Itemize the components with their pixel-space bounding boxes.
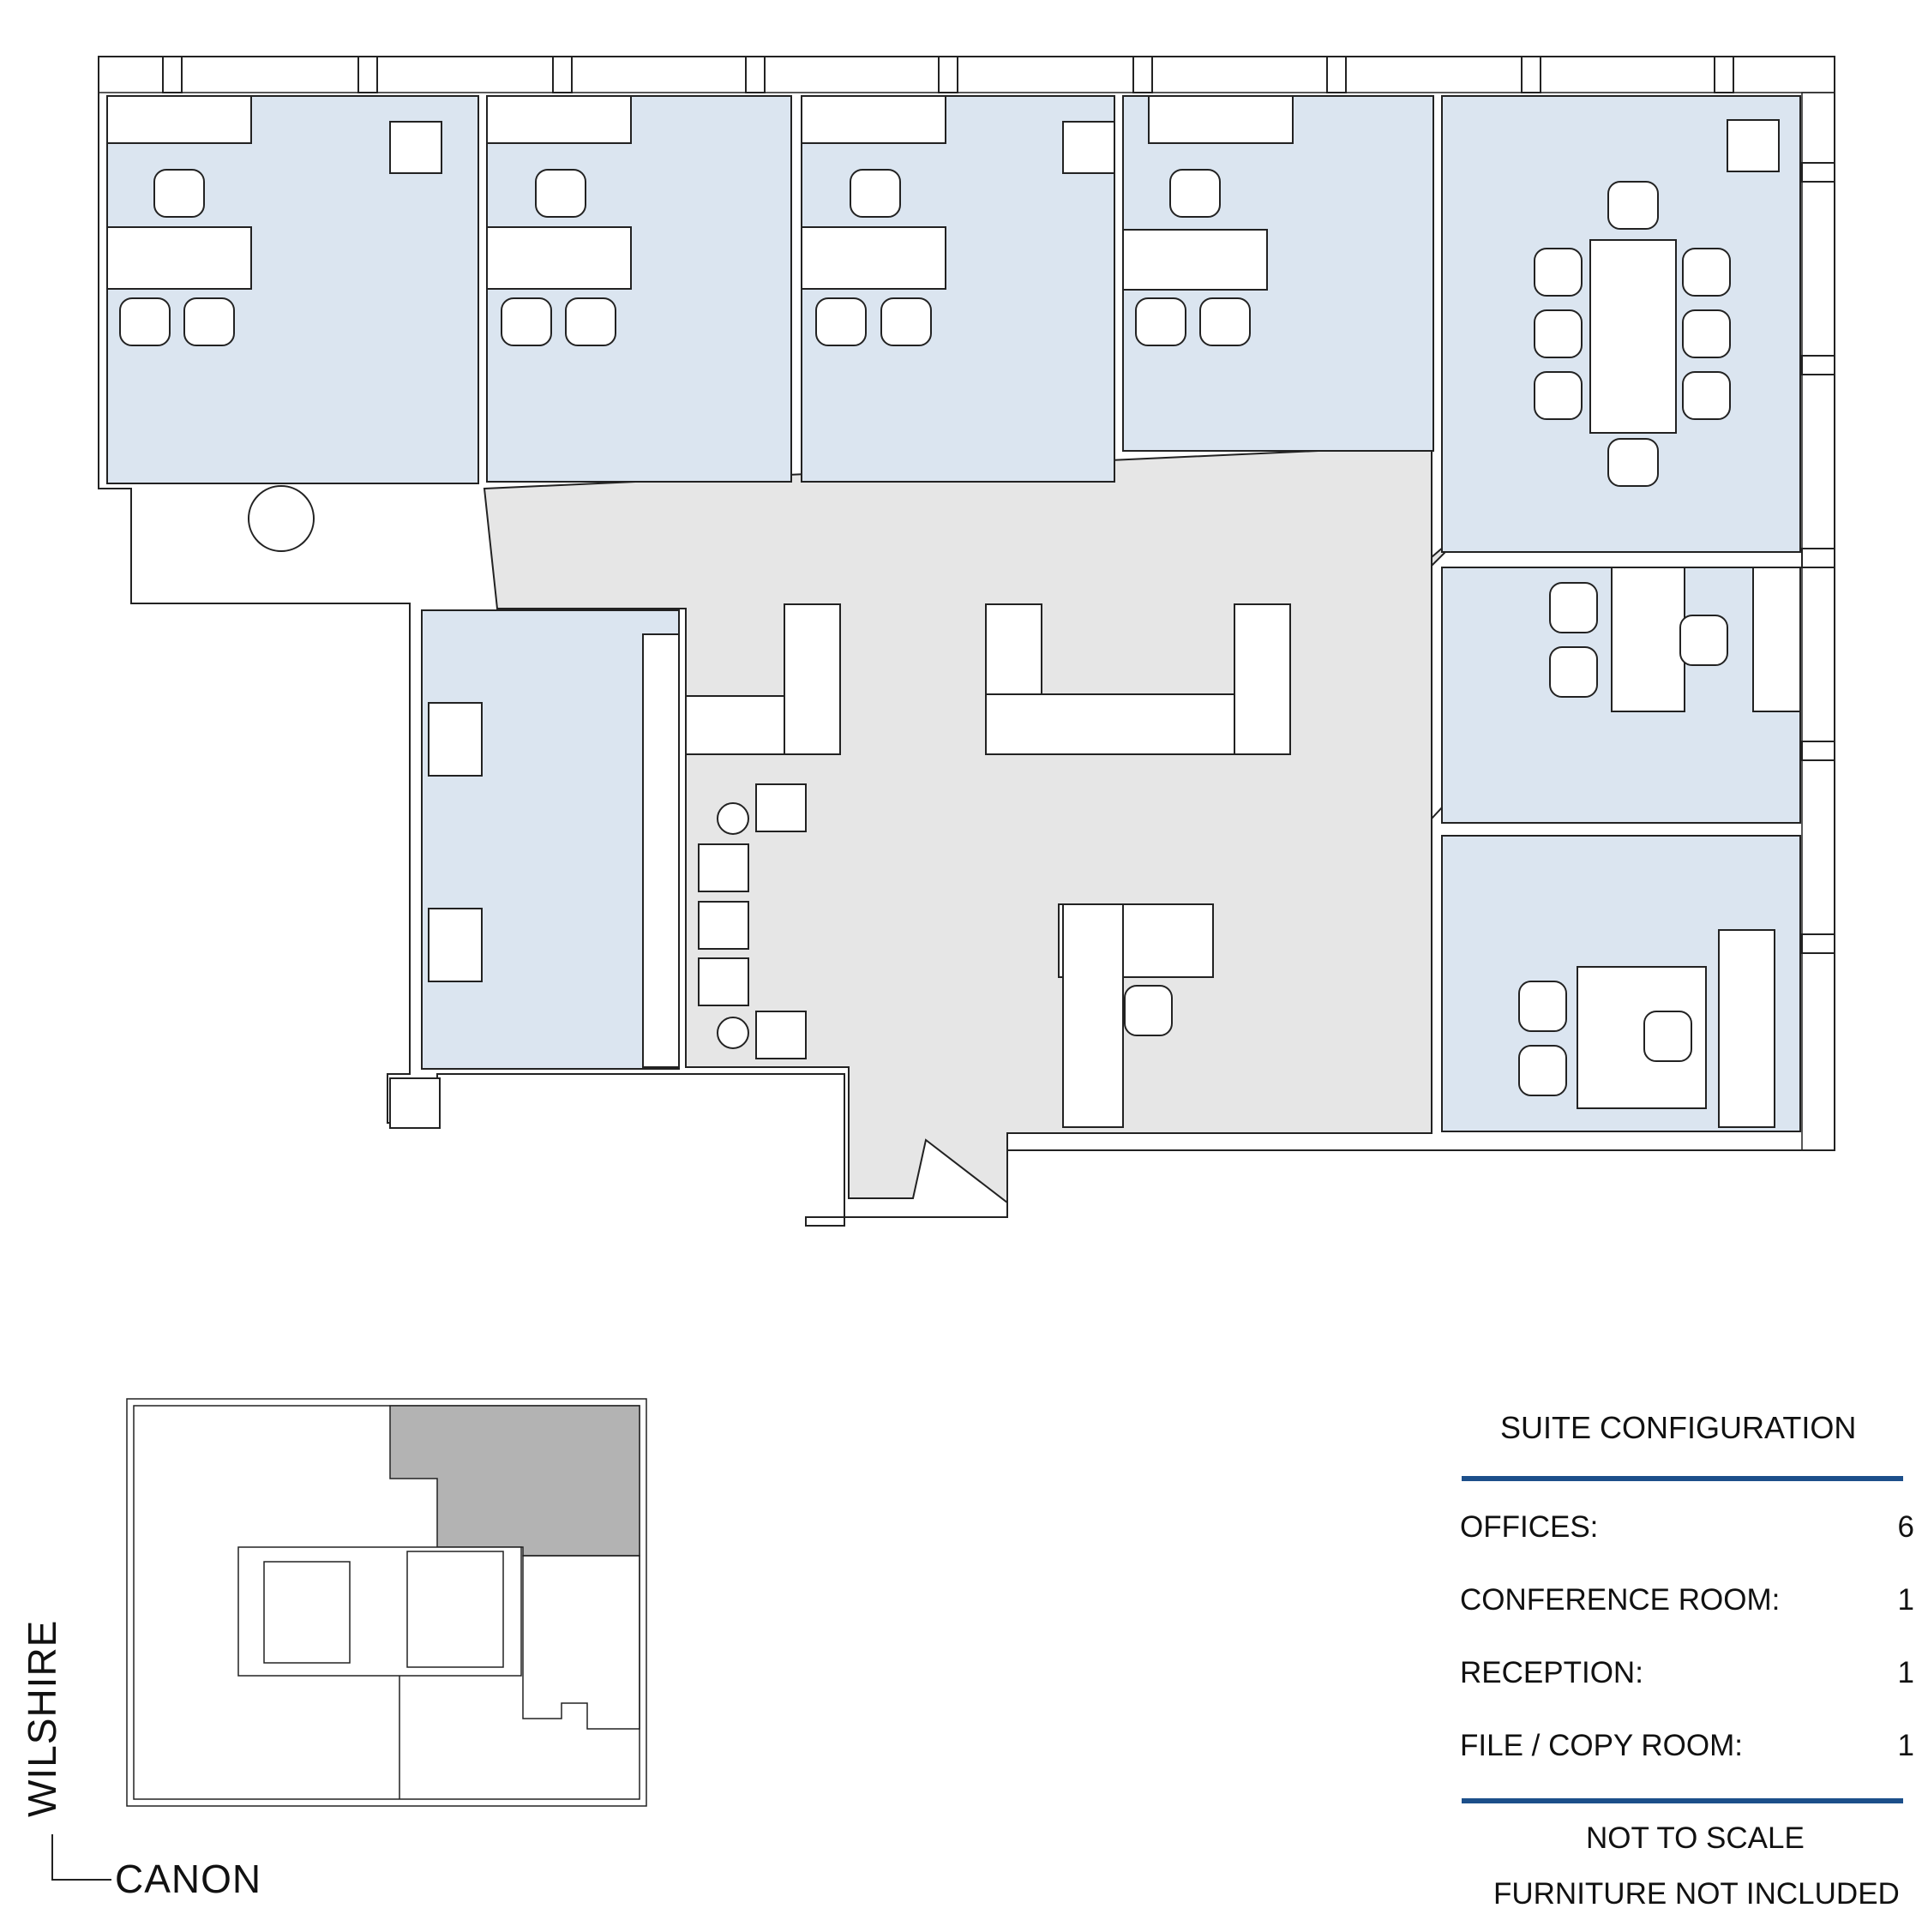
east-windows bbox=[1801, 92, 1835, 1151]
key-plan-suite-highlight bbox=[389, 1405, 640, 1557]
street-label-canon: CANON bbox=[115, 1857, 262, 1901]
legend-label: RECEPTION: bbox=[1460, 1656, 1643, 1689]
north-windows bbox=[98, 56, 1835, 93]
legend-value: 1 bbox=[1897, 1729, 1914, 1762]
key-plan bbox=[126, 1398, 647, 1807]
chairs bbox=[119, 169, 1731, 1096]
legend-value: 6 bbox=[1897, 1510, 1914, 1544]
legend-value: 1 bbox=[1897, 1583, 1914, 1617]
street-corner-marker bbox=[51, 1834, 111, 1881]
legend-rule-bottom bbox=[1462, 1798, 1903, 1803]
note-not-to-scale: NOT TO SCALE bbox=[1586, 1821, 1805, 1855]
legend-title: SUITE CONFIGURATION bbox=[1500, 1410, 1857, 1445]
legend-rule-top bbox=[1462, 1476, 1903, 1481]
legend-label: OFFICES: bbox=[1460, 1510, 1599, 1544]
legend-label: CONFERENCE ROOM: bbox=[1460, 1583, 1781, 1617]
street-label-wilshire: WILSHIRE bbox=[20, 1619, 64, 1817]
note-furniture-not-included: FURNITURE NOT INCLUDED bbox=[1493, 1877, 1900, 1911]
column bbox=[389, 1077, 441, 1129]
legend-value: 1 bbox=[1897, 1656, 1914, 1689]
legend-label: FILE / COPY ROOM: bbox=[1460, 1729, 1743, 1762]
file-copy-room bbox=[421, 609, 680, 1070]
